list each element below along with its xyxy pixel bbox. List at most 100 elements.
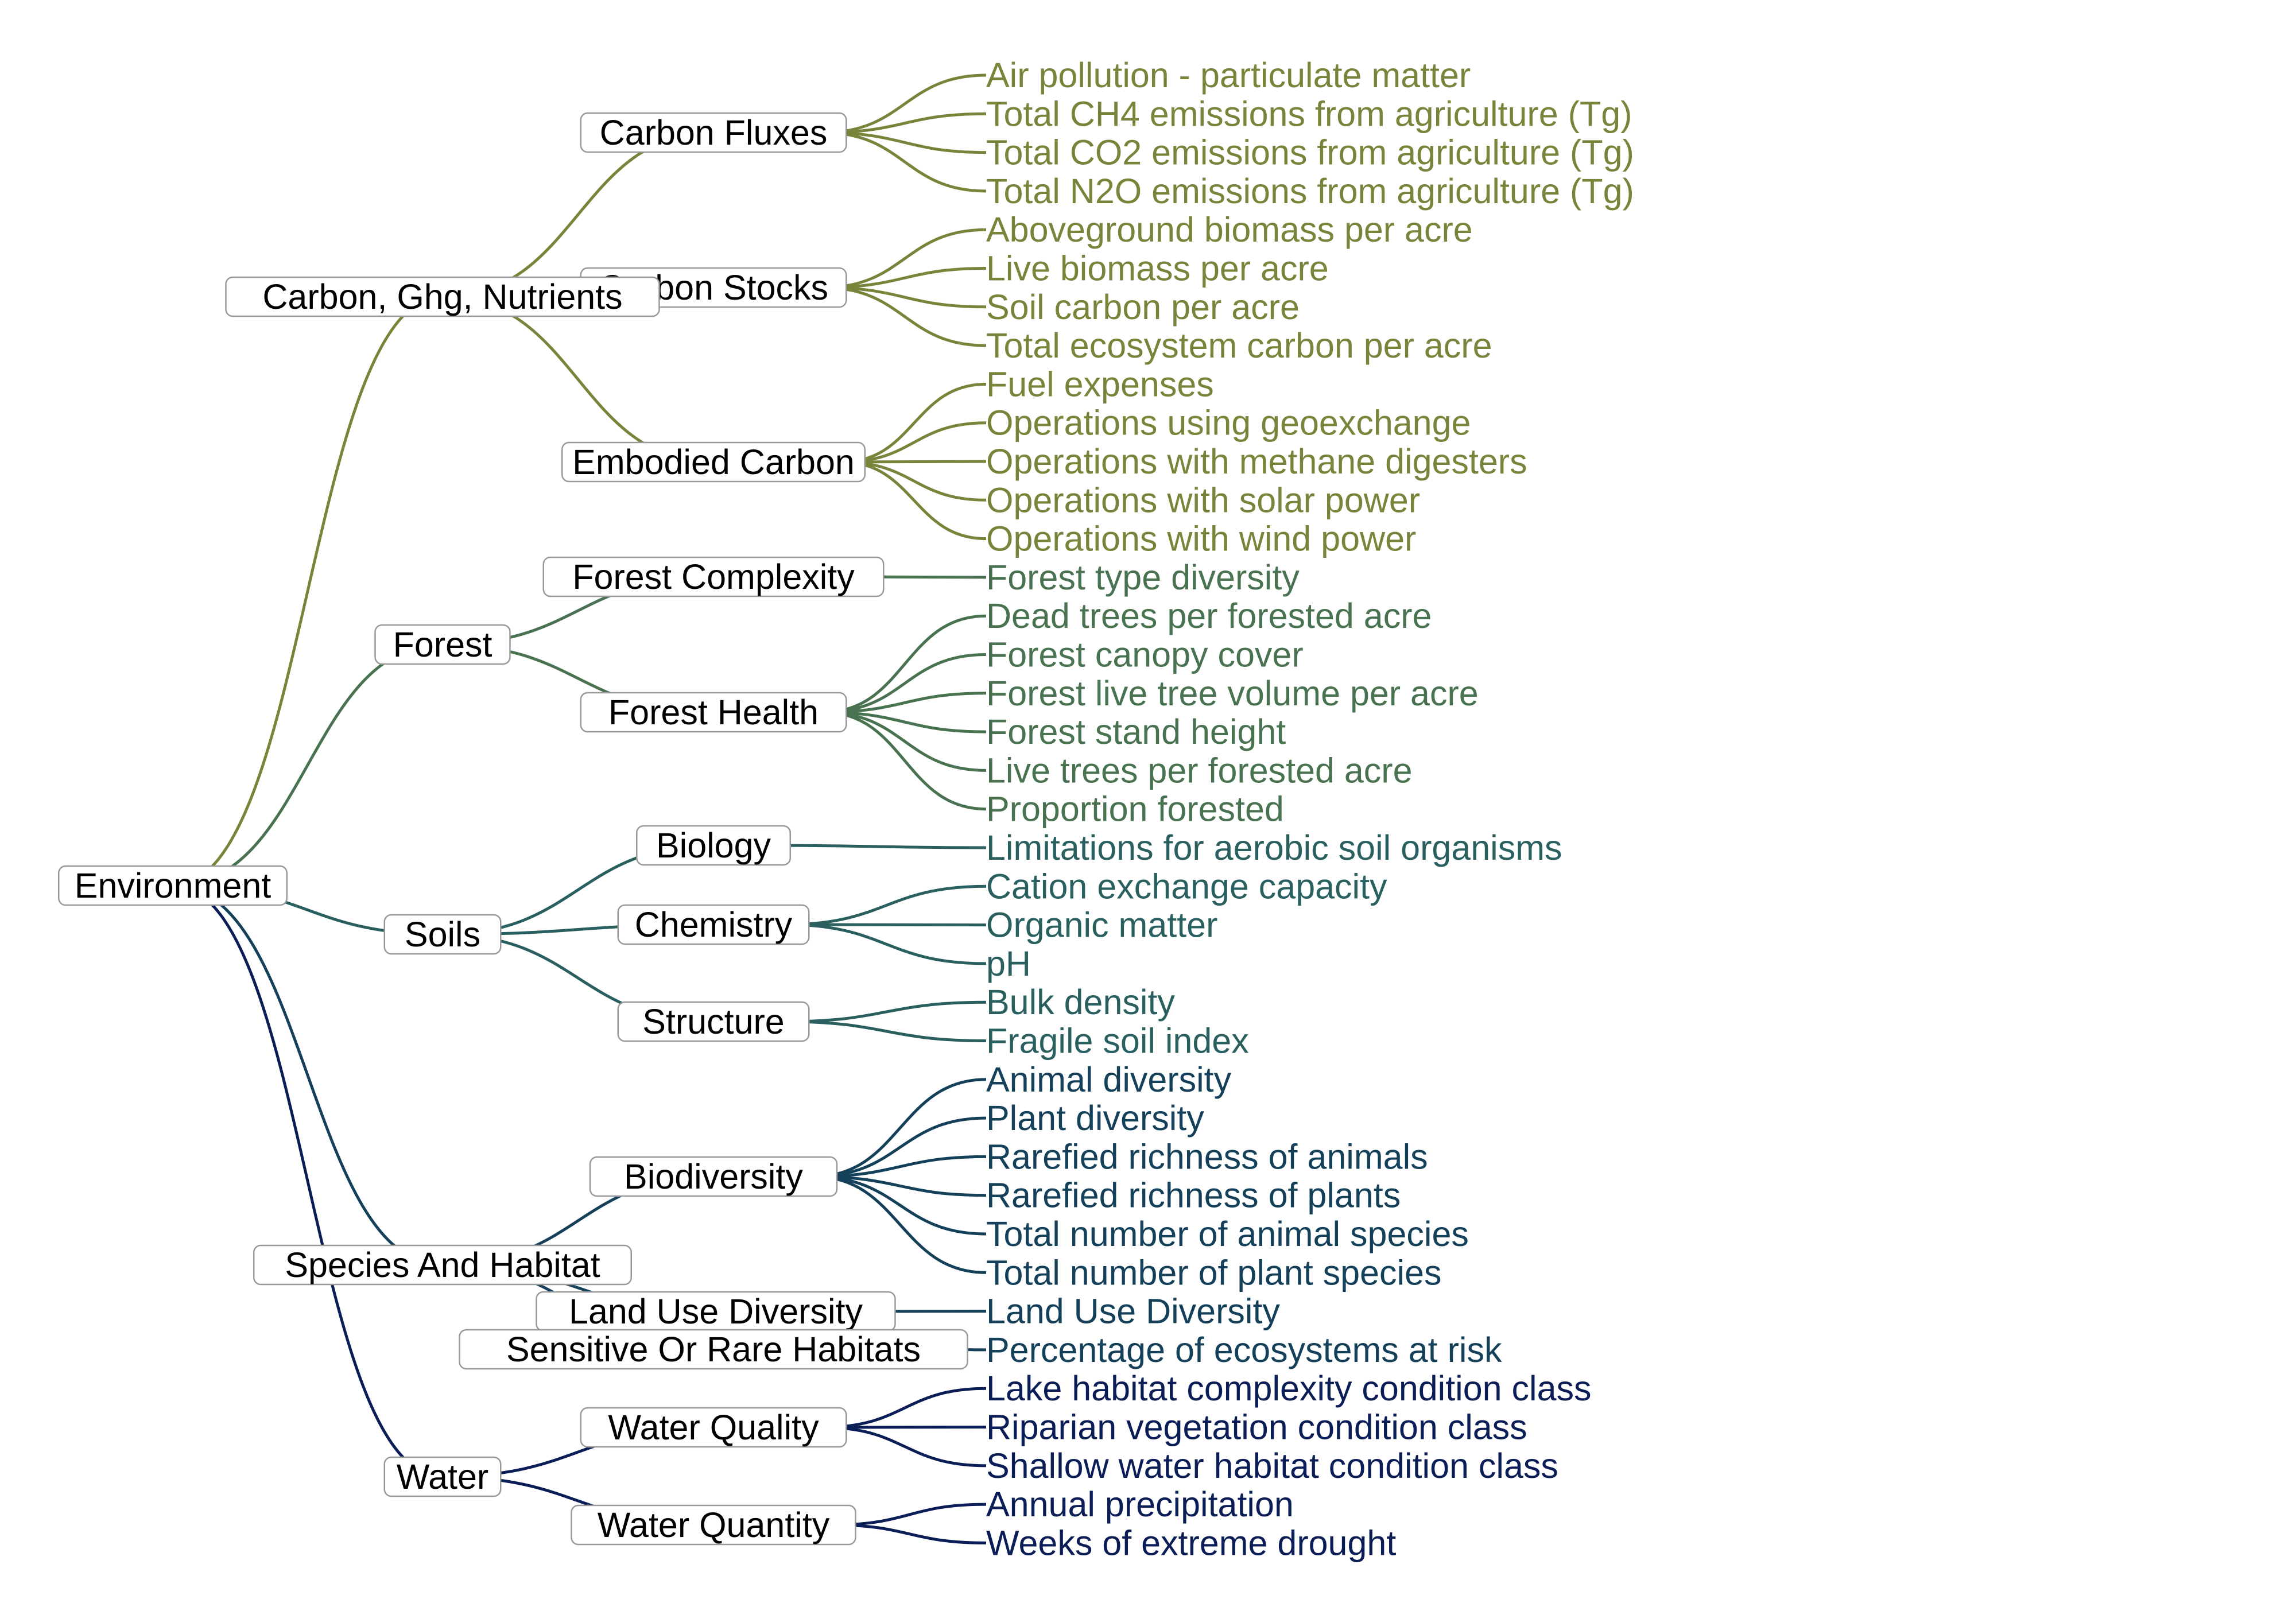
node-biodiversity-box xyxy=(589,1156,838,1197)
node-biology-box xyxy=(636,825,791,866)
node-forest: Forest xyxy=(393,625,492,664)
link-0-0-leaf-2 xyxy=(823,131,987,154)
node-water-quantity: Water Quantity xyxy=(598,1505,830,1544)
leaf-label: Bulk density xyxy=(986,983,1175,1022)
leaf-label: Total CH4 emissions from agriculture (Tg… xyxy=(986,94,1632,133)
link-4-1-leaf-0 xyxy=(832,1503,987,1527)
node-biology: Biology xyxy=(656,826,771,865)
node-chemistry-box xyxy=(617,904,810,945)
leaf-label: Total ecosystem carbon per acre xyxy=(986,326,1492,365)
node-water-quality: Water Quality xyxy=(608,1408,819,1447)
link-0-2-leaf-4 xyxy=(841,460,987,541)
node-carbon-fluxes-box xyxy=(580,112,847,153)
link-2-2-leaf-0 xyxy=(786,1000,987,1023)
leaf-label: Total N2O emissions from agriculture (Tg… xyxy=(986,172,1634,211)
link-0-0-leaf-1 xyxy=(823,112,987,134)
link-2-2-leaf-1 xyxy=(786,1020,987,1042)
leaf-label: Rarefied richness of animals xyxy=(986,1137,1428,1176)
link-0-2-leaf-1 xyxy=(841,421,987,464)
link-0-1-leaf-0 xyxy=(823,228,987,289)
leaf-label: Live biomass per acre xyxy=(986,249,1329,288)
node-embodied-carbon: Embodied Carbon xyxy=(572,442,855,482)
node-forest-health-box xyxy=(580,692,847,733)
leaf-label: Organic matter xyxy=(986,906,1217,945)
leaf-label: Rarefied richness of plants xyxy=(986,1176,1401,1215)
link-root-to-3 xyxy=(172,884,443,1267)
link-0-2-leaf-0 xyxy=(841,382,987,464)
leaf-label: Dead trees per forested acre xyxy=(986,596,1432,635)
leaf-label: Cation exchange capacity xyxy=(986,867,1387,906)
link-3-0-leaf-4 xyxy=(813,1175,987,1236)
node-sensitive-or-rare-habitats-box xyxy=(459,1329,968,1370)
leaf-label: Land Use Diversity xyxy=(986,1292,1280,1331)
leaf-label: Animal diversity xyxy=(986,1060,1232,1099)
node-water: Water xyxy=(397,1457,488,1496)
link-0-to-0-2 xyxy=(442,295,714,464)
leaf-label: Forest stand height xyxy=(986,712,1286,751)
leaf-label: Operations with methane digesters xyxy=(986,442,1527,481)
leaf-label: Aboveground biomass per acre xyxy=(986,210,1473,249)
leaf-label: Plant diversity xyxy=(986,1098,1204,1138)
link-1-1-leaf-0 xyxy=(823,614,987,714)
node-forest-complexity-box xyxy=(542,556,885,597)
node-forest-health: Forest Health xyxy=(608,693,819,732)
leaf-label: Riparian vegetation condition class xyxy=(986,1408,1527,1447)
leaf-label: Operations using geoexchange xyxy=(986,403,1471,442)
leaf-label: Fuel expenses xyxy=(986,364,1214,403)
leaf-label: Total CO2 emissions from agriculture (Tg… xyxy=(986,133,1634,172)
link-1-1-leaf-4 xyxy=(823,711,987,772)
node-land-use-diversity: Land Use Diversity xyxy=(569,1292,863,1331)
node-soils: Soils xyxy=(405,915,480,954)
node-species-and-habitat-box xyxy=(253,1244,632,1286)
tree-leaves: Air pollution - particulate matterTotal … xyxy=(986,56,1634,1562)
node-forest-box xyxy=(374,624,511,665)
node-embodied-carbon-box xyxy=(561,441,866,483)
link-root-to-1 xyxy=(172,643,443,887)
leaf-label: Fragile soil index xyxy=(986,1022,1249,1061)
leaf-label: Total number of plant species xyxy=(986,1253,1441,1292)
link-1-1-leaf-2 xyxy=(823,692,987,714)
leaf-label: Forest canopy cover xyxy=(986,635,1304,674)
leaf-label: Live trees per forested acre xyxy=(986,751,1413,790)
leaf-label: Annual precipitation xyxy=(986,1485,1294,1524)
leaf-label: Air pollution - particulate matter xyxy=(986,56,1471,95)
link-1-1-leaf-1 xyxy=(823,653,987,714)
root-node-environment: Environment xyxy=(75,866,271,905)
node-carbon-ghg-nutrients: Carbon, Ghg, Nutrients xyxy=(262,277,622,316)
node-species-and-habitat: Species And Habitat xyxy=(285,1245,600,1284)
leaf-label: Limitations for aerobic soil organisms xyxy=(986,828,1562,867)
link-0-1-leaf-1 xyxy=(823,267,987,289)
link-3-0-leaf-3 xyxy=(813,1175,987,1197)
link-0-0-leaf-3 xyxy=(823,131,987,193)
node-water-quantity-box xyxy=(571,1504,856,1546)
node-water-quality-box xyxy=(580,1407,847,1448)
leaf-label: Percentage of ecosystems at risk xyxy=(986,1330,1502,1369)
node-structure-box xyxy=(617,1001,810,1042)
node-forest-complexity: Forest Complexity xyxy=(572,557,855,596)
node-carbon-ghg-nutrients-box xyxy=(225,276,660,317)
node-sensitive-or-rare-habitats: Sensitive Or Rare Habitats xyxy=(506,1330,921,1369)
leaf-label: Operations with solar power xyxy=(986,480,1420,519)
link-root-to-0 xyxy=(172,295,443,887)
link-4-0-leaf-1 xyxy=(823,1426,987,1429)
leaf-label: Proportion forested xyxy=(986,790,1284,829)
node-structure: Structure xyxy=(642,1002,785,1041)
link-2-0-leaf-0 xyxy=(767,844,987,849)
node-chemistry: Chemistry xyxy=(635,905,793,944)
link-2-1-leaf-0 xyxy=(786,884,987,926)
root-node-environment-box xyxy=(58,865,288,906)
link-3-0-leaf-1 xyxy=(813,1116,987,1178)
link-4-0-leaf-2 xyxy=(823,1426,987,1468)
link-3-0-leaf-2 xyxy=(813,1155,987,1178)
leaf-label: Weeks of extreme drought xyxy=(986,1523,1396,1562)
node-soils-box xyxy=(383,914,502,955)
link-0-2-leaf-3 xyxy=(841,460,987,502)
leaf-label: Soil carbon per acre xyxy=(986,288,1300,327)
leaf-label: Forest type diversity xyxy=(986,558,1300,597)
link-0-1-leaf-2 xyxy=(823,286,987,309)
link-1-1-leaf-5 xyxy=(823,711,987,811)
node-water-box xyxy=(383,1456,502,1497)
leaf-label: Shallow water habitat condition class xyxy=(986,1446,1558,1485)
